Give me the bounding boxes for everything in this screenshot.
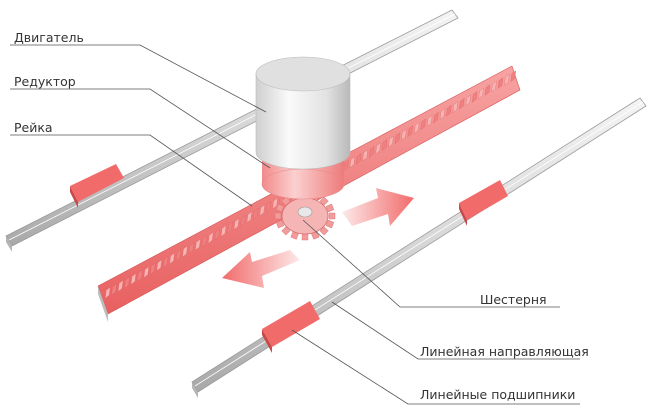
rack-tooth	[504, 73, 510, 86]
rack-tooth	[401, 128, 407, 141]
rack-tooth	[362, 149, 368, 162]
rack-tooth	[143, 266, 150, 278]
rack-tooth	[156, 259, 162, 272]
leader-line-linear-guide	[331, 301, 580, 360]
label-linear-bearings: Линейные подшипники	[420, 387, 576, 402]
pinion-tooth	[301, 233, 309, 241]
direction-arrow-right	[342, 188, 414, 226]
rack-tooth	[220, 225, 227, 237]
pinion-tooth	[325, 203, 335, 213]
pinion-tooth	[328, 212, 336, 220]
leader-lines	[10, 44, 580, 405]
rack-tooth	[265, 201, 272, 213]
pinion-tooth	[275, 203, 285, 213]
rack-tooth	[117, 280, 124, 292]
rack-tooth	[259, 204, 265, 217]
rack-tooth	[439, 108, 446, 120]
leader-line-gearbox	[10, 88, 271, 169]
pinion-tooth	[281, 196, 291, 206]
rack-tooth	[182, 245, 188, 258]
leader-line-motor	[10, 44, 267, 113]
rack-tooth	[452, 101, 459, 113]
rack-tooth	[162, 256, 169, 268]
rack-tooth	[465, 94, 471, 107]
rack-tooth	[150, 262, 156, 275]
rack-tooth	[375, 142, 381, 155]
rack-tooth	[446, 104, 452, 117]
leader-line-pinion	[302, 219, 560, 308]
rack-tooth	[484, 84, 491, 96]
rack-tooth	[124, 276, 130, 289]
rack-tooth	[407, 125, 413, 138]
rack-tooth	[491, 80, 497, 93]
rack-tooth	[349, 156, 356, 168]
rack-tooth	[426, 115, 433, 127]
rack-tooth	[356, 152, 362, 165]
rack-tooth	[201, 235, 207, 248]
rack-tooth	[471, 91, 478, 103]
rack-tooth	[233, 218, 240, 230]
rack-tooth	[478, 87, 484, 100]
label-gearbox: Редуктор	[14, 74, 76, 89]
pinion-tooth	[325, 219, 335, 229]
leader-line-linear-bearings	[291, 329, 580, 405]
rack-tooth	[214, 228, 220, 241]
pinion-tooth	[319, 196, 329, 206]
pinion-tooth	[274, 212, 282, 220]
linear-bearing-block-2	[459, 180, 508, 226]
rack-tooth	[459, 97, 465, 110]
pinion-tooth	[281, 226, 291, 236]
rack-tooth	[394, 132, 401, 144]
rack-tooth	[497, 77, 504, 89]
rack-tooth	[368, 146, 375, 158]
rack-tooth	[111, 283, 117, 296]
rack-tooth	[414, 121, 420, 134]
rack-tooth	[381, 139, 388, 151]
rack-tooth	[105, 286, 111, 299]
label-motor: Двигатель	[14, 30, 84, 45]
rack-tooth	[240, 214, 246, 227]
pinion-tooth	[275, 219, 285, 229]
label-linear-guide: Линейная направляющая	[420, 344, 589, 359]
rack-tooth	[195, 238, 201, 251]
rack-tooth	[137, 269, 143, 282]
rack-tooth	[169, 252, 175, 265]
rack-tooth	[420, 118, 426, 131]
label-rack: Рейка	[14, 120, 53, 135]
linear-bearing-block-3	[262, 301, 320, 353]
leader-line-rack	[10, 134, 253, 207]
rack-tooth	[208, 231, 214, 244]
rack-tooth	[175, 249, 182, 261]
rack-tooth	[343, 159, 349, 172]
linear-bearing-block-1	[70, 164, 124, 208]
rack-tooth	[388, 135, 394, 148]
rack-tooth	[510, 70, 516, 83]
rack-tooth	[272, 197, 278, 210]
motor	[255, 56, 351, 170]
direction-arrow-left	[222, 250, 300, 288]
rack-tooth	[246, 211, 253, 223]
rack-tooth	[253, 207, 259, 220]
rack-tooth	[188, 242, 195, 254]
rack-tooth	[130, 273, 137, 285]
label-pinion: Шестерня	[480, 292, 547, 307]
rack-tooth	[227, 221, 233, 234]
rack-tooth	[433, 111, 439, 124]
pinion-tooth	[319, 226, 329, 236]
